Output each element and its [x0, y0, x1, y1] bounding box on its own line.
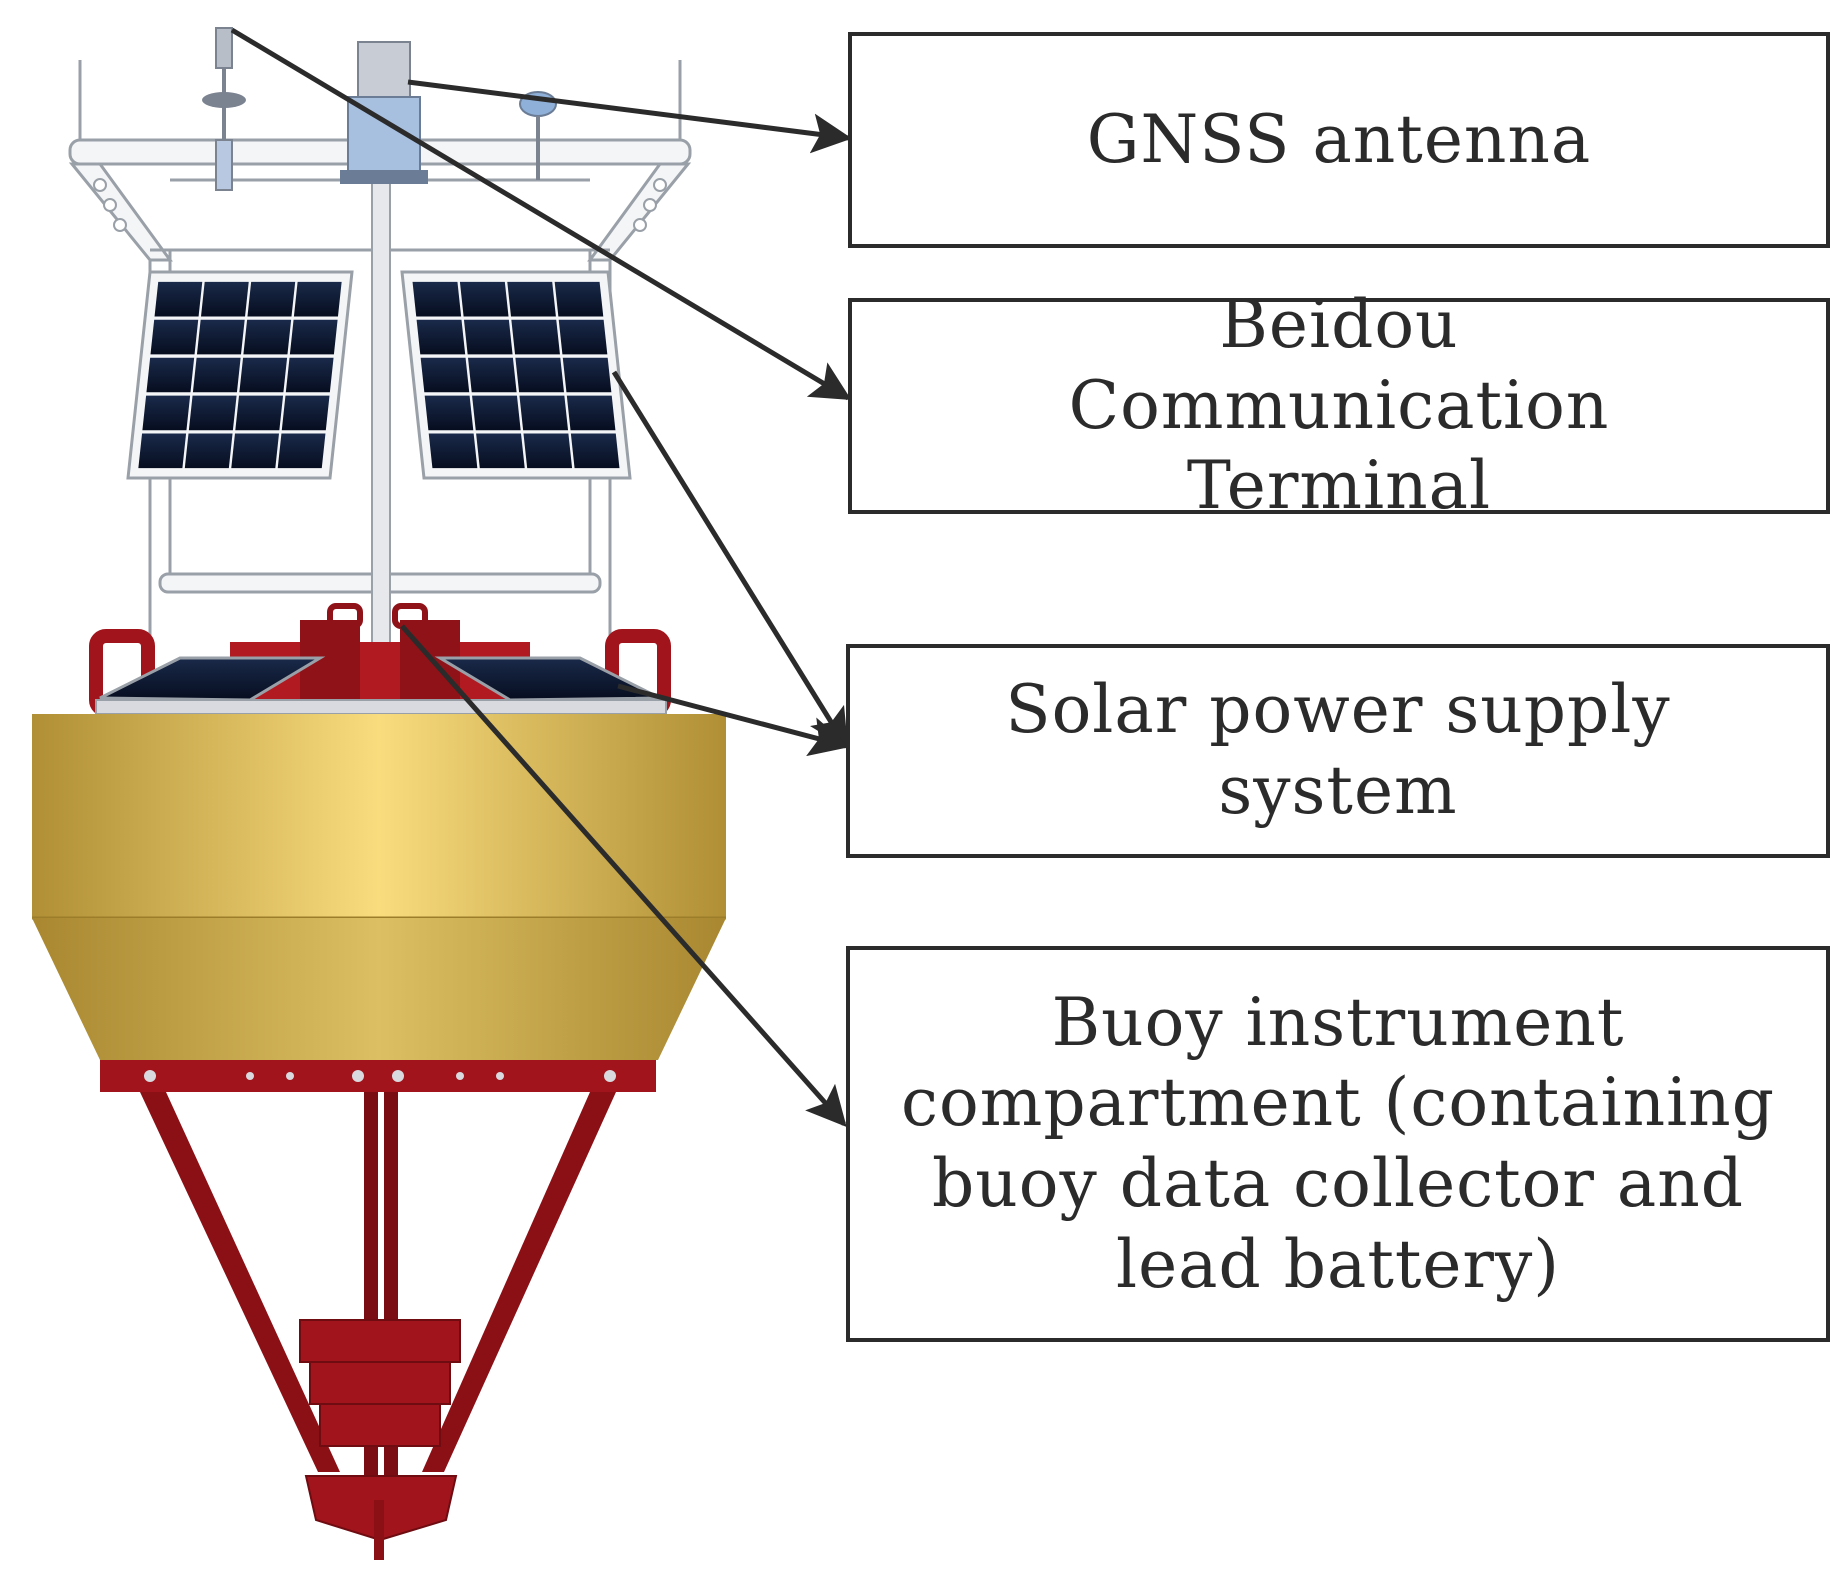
solar-cell	[463, 319, 513, 355]
solar-cell	[154, 281, 203, 317]
gnss-antenna-unit	[340, 41, 428, 184]
solar-cell	[507, 281, 556, 317]
solar-cell	[515, 357, 564, 393]
solar-cell	[511, 319, 560, 355]
solar-cell	[277, 433, 326, 469]
solar-cell	[231, 433, 279, 469]
solar-cell	[468, 357, 517, 393]
leader-beidou	[230, 27, 852, 401]
label-beidou-text: Beidou Communication Terminal	[1068, 286, 1610, 525]
solar-cell	[239, 357, 288, 393]
label-solar-text: Solar power supply system	[1005, 671, 1671, 829]
solar-cell	[142, 395, 191, 431]
solar-cell	[247, 281, 296, 317]
deck-plate	[95, 699, 667, 715]
solar-cell	[420, 357, 470, 393]
solar-cell	[235, 395, 284, 431]
solar-cell	[150, 319, 199, 355]
leader-lines	[230, 27, 852, 1127]
solar-cell	[519, 395, 569, 431]
solar-cell	[428, 433, 478, 469]
solar-cell	[566, 395, 616, 431]
label-gnss-antenna: GNSS antenna	[848, 32, 1830, 248]
leader-solar-lower	[617, 683, 850, 757]
solar-cell	[523, 433, 573, 469]
solar-cell	[293, 281, 342, 317]
leader-compartment	[400, 624, 847, 1127]
solar-cell	[188, 395, 237, 431]
counterweight	[299, 1319, 461, 1560]
hull-cone	[32, 918, 726, 1060]
base-ring-bolts	[144, 1070, 616, 1082]
solar-cell	[243, 319, 292, 355]
solar-cell	[476, 433, 525, 469]
solar-cell	[196, 319, 245, 355]
solar-cell	[558, 319, 608, 355]
central-mast	[371, 179, 391, 721]
solar-cell	[184, 433, 233, 469]
solar-cell	[138, 433, 187, 469]
base-ring	[100, 1060, 656, 1092]
solar-cell	[192, 357, 241, 393]
solar-cell	[570, 433, 620, 469]
solar-cell	[146, 357, 195, 393]
leader-solar-upper	[611, 370, 849, 750]
solar-cell	[562, 357, 612, 393]
antenna-stalk-right	[519, 91, 557, 180]
solar-cell	[412, 281, 462, 317]
hull-cylinder	[32, 714, 726, 918]
leader-gnss	[407, 79, 852, 154]
label-instrument-compartment: Buoy instrument compartment (containing …	[846, 946, 1830, 1342]
solar-cell	[424, 395, 474, 431]
solar-cell	[281, 395, 330, 431]
solar-panel-upper-right	[400, 270, 632, 480]
solar-cell	[472, 395, 521, 431]
label-beidou-terminal: Beidou Communication Terminal	[848, 286, 1830, 524]
solar-cell	[285, 357, 334, 393]
label-gnss-text: GNSS antenna	[1086, 100, 1592, 178]
solar-cell	[459, 281, 509, 317]
label-solar-power-supply: Solar power supply system	[846, 644, 1830, 858]
solar-cell	[554, 281, 604, 317]
solar-panel-upper-left	[126, 270, 354, 480]
antenna-stalk-left	[202, 27, 246, 191]
tower-frame-holes	[93, 178, 667, 232]
solar-cell	[201, 281, 249, 317]
solar-cell	[289, 319, 338, 355]
solar-cell	[416, 319, 466, 355]
label-compartment-text: Buoy instrument compartment (containing …	[901, 983, 1775, 1303]
